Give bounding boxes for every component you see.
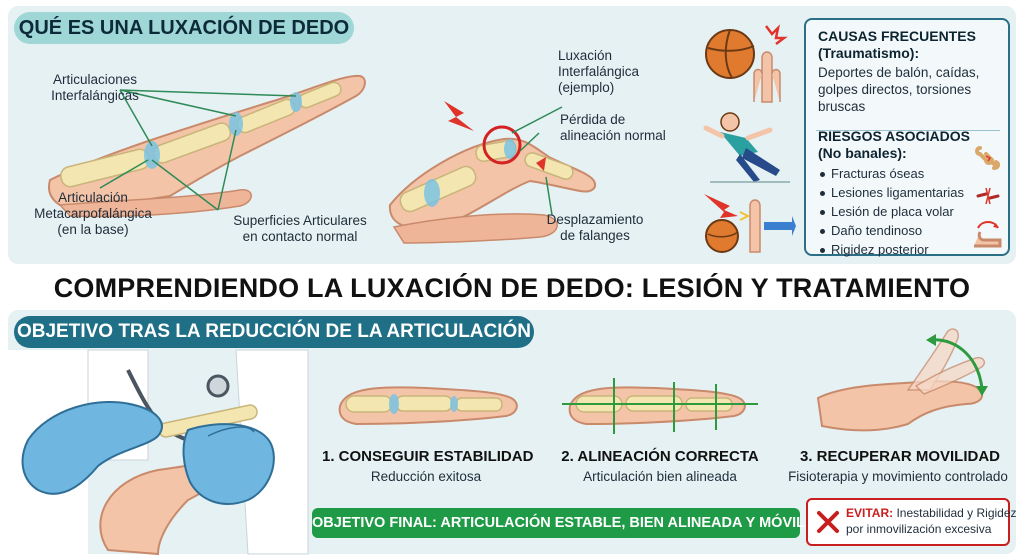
step1-subtitle: Reducción exitosa <box>370 469 482 484</box>
causes-risks-box: CAUSAS FRECUENTES (Traumatismo): Deporte… <box>804 18 1010 259</box>
risk-item: Rigidez posterior <box>820 240 929 259</box>
normal-finger-illustration <box>48 74 366 218</box>
causes-subtitle: (Traumatismo): <box>818 45 920 61</box>
basketball-finger-icon <box>705 24 788 103</box>
step3-subtitle: Fisioterapia y movimiento controlado <box>788 469 1008 484</box>
causes-text-line: Deportes de balón, caídas, <box>818 65 980 80</box>
ligament-tear-icon <box>976 187 1000 205</box>
step3-title: 3. RECUPERAR MOVILIDAD <box>799 448 1001 465</box>
label-displacement: Desplazamiento de falanges <box>546 212 644 243</box>
section-title-objective: OBJETIVO TRAS LA REDUCCIÓN DE LA ARTICUL… <box>14 316 534 348</box>
info-divider <box>816 130 1000 131</box>
risk-item: Fracturas óseas <box>820 164 924 183</box>
risks-title: RIESGOS ASOCIADOS <box>818 128 970 144</box>
causes-title: CAUSAS FRECUENTES <box>818 28 976 44</box>
avoid-text: EVITAR: Inestabilidad y Rigidez por inmo… <box>846 506 1017 536</box>
label-interphalangeal: Articulaciones Interfalángicas <box>51 72 139 103</box>
step1-stable-finger <box>338 386 518 426</box>
risk-item: Lesión de placa volar <box>820 202 954 221</box>
step2-subtitle: Articulación bien alineada <box>583 469 737 484</box>
step2-aligned-finger <box>562 378 758 434</box>
label-metacarpophalangeal: Articulación Metacarpofalángica (en la b… <box>34 190 152 237</box>
main-title: COMPRENDIENDO LA LUXACIÓN DE DEDO: LESIÓ… <box>53 273 971 303</box>
impact-arrow-icon <box>704 194 796 253</box>
label-luxation-example: Luxación Interfalángica (ejemplo) <box>558 48 640 95</box>
risk-item: Lesiones ligamentarias <box>820 183 964 202</box>
label-articular-surfaces: Superficies Articulares en contacto norm… <box>233 213 367 244</box>
close-icon <box>817 511 839 533</box>
final-goal-banner: OBJETIVO FINAL: ARTICULACIÓN ESTABLE, BI… <box>312 508 805 538</box>
risks-subtitle: (No banales): <box>818 145 907 161</box>
risk-item: Daño tendinoso <box>820 221 922 240</box>
lightning-icon <box>444 101 474 131</box>
avoid-warning-box: EVITAR: Inestabilidad y Rigidez por inmo… <box>806 498 1017 546</box>
causes-text-line: golpes directos, torsiones <box>818 82 972 97</box>
step1-title: 1. CONSEGUIR ESTABILIDAD <box>322 448 534 465</box>
step2-title: 2. ALINEACIÓN CORRECTA <box>561 448 759 465</box>
falling-person-icon <box>703 112 790 183</box>
bone-fracture-icon <box>975 146 1001 170</box>
step3-mobility-hand <box>816 328 988 432</box>
section-title-what-is: QUÉ ES UNA LUXACIÓN DE DEDO <box>14 12 354 44</box>
label-alignment-loss: Pérdida de alineación normal <box>560 112 666 143</box>
causes-text-line: bruscas <box>818 99 866 114</box>
dislocated-finger-illustration <box>388 101 596 244</box>
doctor-hands-illustration <box>8 349 309 556</box>
rotation-arrow-icon <box>974 221 1002 248</box>
